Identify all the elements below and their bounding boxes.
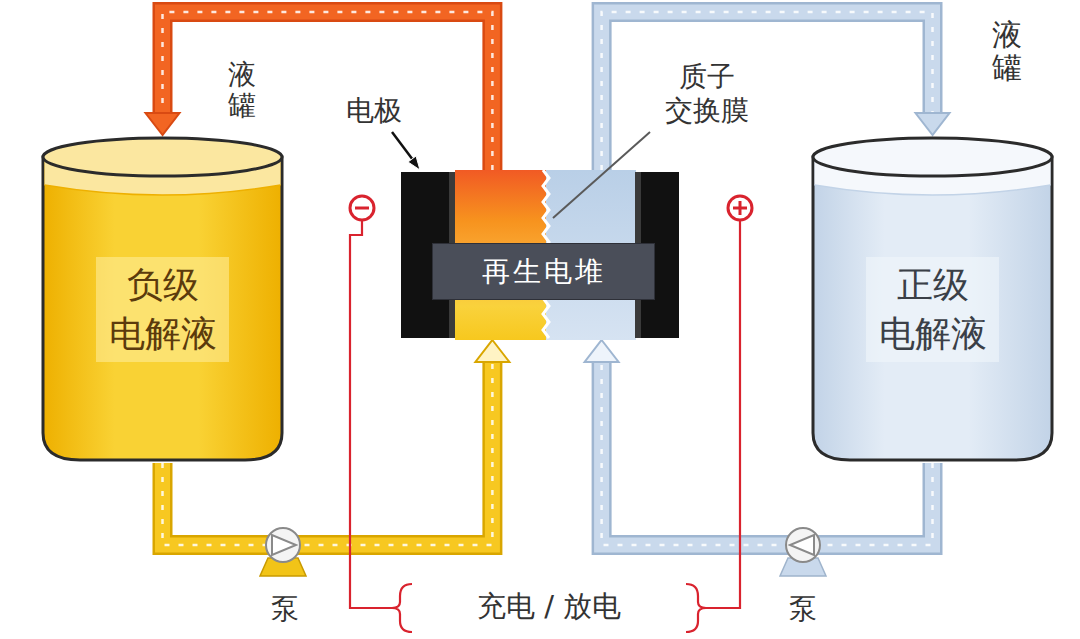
stack-band: 再生电堆 xyxy=(432,243,655,300)
tank-label: 负级 电解液 xyxy=(96,257,229,362)
stack-label: 再生电堆 xyxy=(482,253,606,291)
negative-tank: 负级 电解液 xyxy=(40,135,285,463)
pump-label: 泵 xyxy=(271,592,299,626)
pump-left xyxy=(260,528,306,576)
minus-terminal xyxy=(350,196,374,220)
pump-right xyxy=(780,528,826,576)
tank-label: 正级 电解液 xyxy=(866,257,999,362)
tank-caption: 液罐 xyxy=(228,60,256,122)
mode-label: 充电 / 放电 xyxy=(477,589,621,624)
pump-label: 泵 xyxy=(789,592,817,626)
pipe-arrowhead xyxy=(146,113,180,135)
positive-tank: 正级 电解液 xyxy=(810,135,1055,463)
tank-caption: 液罐 xyxy=(992,18,1022,84)
pipe-arrowhead xyxy=(475,340,509,362)
cell-stack: 再生电堆 xyxy=(400,170,680,340)
plus-terminal xyxy=(728,196,752,220)
part-label: 电极 xyxy=(346,94,402,128)
part-label: 质子 交换膜 xyxy=(662,60,752,127)
pipe-arrowhead xyxy=(585,340,619,362)
pipe-arrowhead xyxy=(916,113,950,135)
